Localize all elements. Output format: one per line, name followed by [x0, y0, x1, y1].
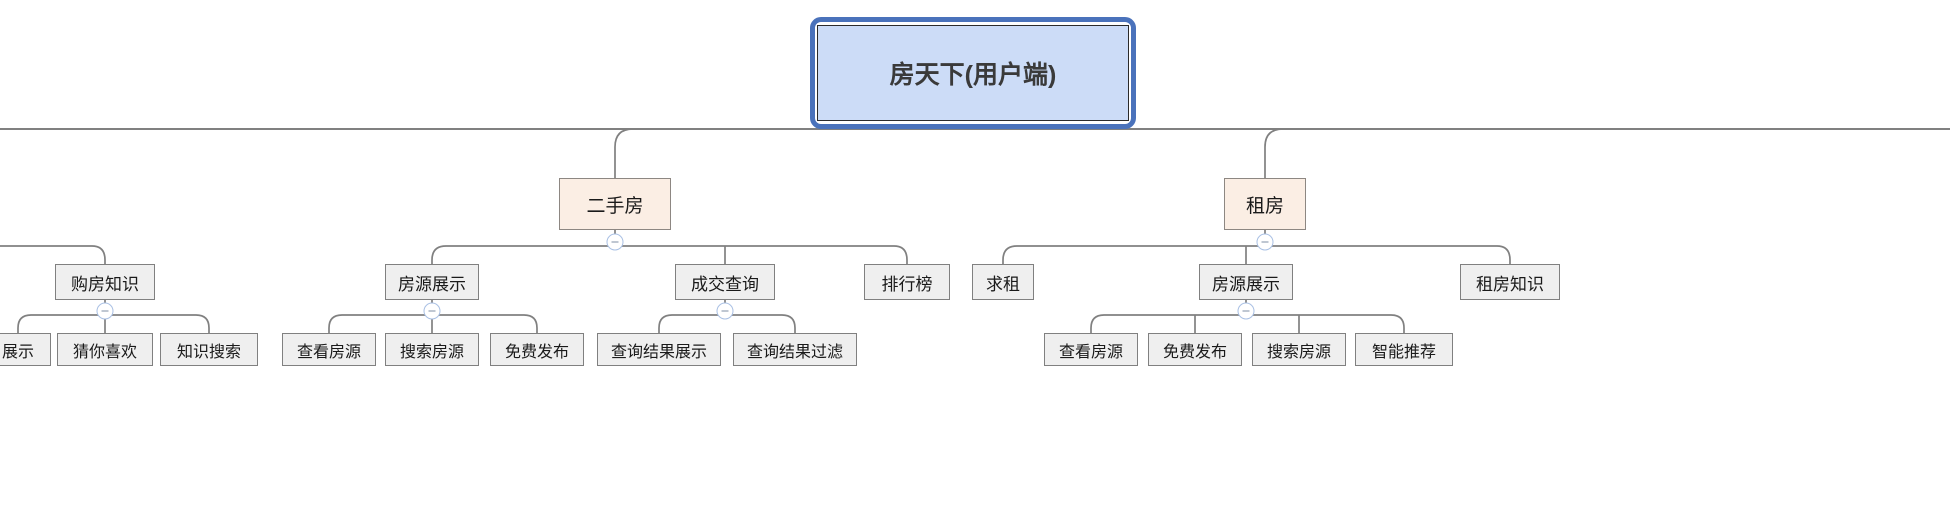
- node-fangyuanzhanshi-ershoufang[interactable]: 房源展示: [385, 264, 479, 300]
- node-sousuofangyuan-zufang[interactable]: 搜索房源: [1252, 333, 1346, 366]
- collapse-toggle-chengjiaochaxun[interactable]: [716, 302, 734, 320]
- collapse-toggle-ershoufang[interactable]: [606, 233, 624, 251]
- node-zhanshi[interactable]: 展示: [0, 333, 51, 366]
- node-zhishisousuo[interactable]: 知识搜索: [160, 333, 258, 366]
- node-zufangzhishi[interactable]: 租房知识: [1460, 264, 1560, 300]
- collapse-toggle-fangyuanzhanshi-zufang[interactable]: [1237, 302, 1255, 320]
- node-goufangzhishi[interactable]: 购房知识: [55, 264, 155, 300]
- node-root[interactable]: 房天下(用户端): [817, 25, 1129, 121]
- edge-ershoufang-bus: [431, 245, 908, 264]
- edge-zufang-bus: [1002, 245, 1511, 264]
- edge-goufangzhishi-bus: [17, 314, 210, 333]
- minus-icon: [721, 310, 729, 312]
- node-zhinengtuijian[interactable]: 智能推荐: [1355, 333, 1453, 366]
- minus-icon: [1261, 241, 1269, 243]
- minus-icon: [1242, 310, 1250, 312]
- node-chaxunjieguoguolv[interactable]: 查询结果过滤: [733, 333, 857, 366]
- node-zufang[interactable]: 租房: [1224, 178, 1306, 230]
- node-fangyuanzhanshi-zufang[interactable]: 房源展示: [1199, 264, 1293, 300]
- edge-left-branch-bus: [0, 245, 106, 264]
- minus-icon: [428, 310, 436, 312]
- edge-trunk-to-ershoufang: [614, 128, 634, 178]
- minus-icon: [101, 310, 109, 312]
- node-qiuzu[interactable]: 求租: [972, 264, 1034, 300]
- collapse-toggle-goufangzhishi[interactable]: [96, 302, 114, 320]
- collapse-toggle-fangyuanzhanshi-ershoufang[interactable]: [423, 302, 441, 320]
- node-chengjiaochaxun[interactable]: 成交查询: [675, 264, 775, 300]
- node-chaxunjieguozhanshi[interactable]: 查询结果展示: [597, 333, 721, 366]
- node-sousuofangyuan-ershoufang[interactable]: 搜索房源: [385, 333, 479, 366]
- edge-trunk-to-zufang: [1264, 128, 1284, 178]
- node-chakanfangyuan-zufang[interactable]: 查看房源: [1044, 333, 1138, 366]
- collapse-toggle-zufang[interactable]: [1256, 233, 1274, 251]
- node-chakanfangyuan-ershoufang[interactable]: 查看房源: [282, 333, 376, 366]
- node-mianfeifabu-ershoufang[interactable]: 免费发布: [490, 333, 584, 366]
- node-paihangbang[interactable]: 排行榜: [864, 264, 950, 300]
- node-ershoufang[interactable]: 二手房: [559, 178, 671, 230]
- minus-icon: [611, 241, 619, 243]
- node-cainixihuan[interactable]: 猜你喜欢: [57, 333, 153, 366]
- node-mianfeifabu-zufang[interactable]: 免费发布: [1148, 333, 1242, 366]
